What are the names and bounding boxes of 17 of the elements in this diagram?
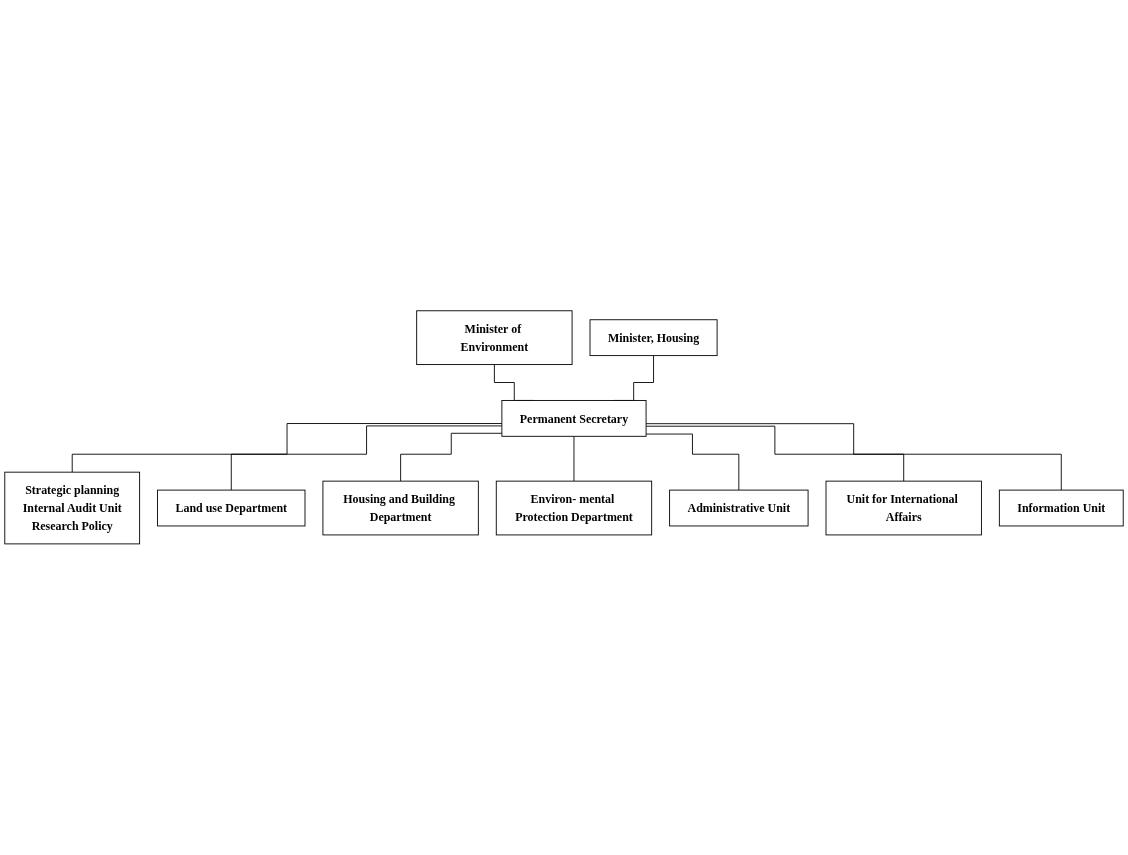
node-box: Land use Department: [157, 489, 306, 527]
node-box: Housing and Building Department: [322, 480, 479, 536]
connector: [645, 425, 905, 482]
node-box: Information Unit: [998, 489, 1124, 527]
node-box: Environ- mental Protection Department: [495, 480, 653, 536]
node-box: Minister of Environment: [416, 310, 573, 366]
node-box: Permanent Secretary: [501, 400, 647, 437]
connector: [645, 433, 740, 491]
connector: [71, 423, 503, 473]
connector: [573, 436, 575, 482]
connector: [400, 433, 503, 482]
node-box: Administrative Unit: [669, 489, 809, 527]
node-box: Minister, Housing: [589, 319, 718, 357]
connector: [230, 425, 503, 491]
node-box: Strategic planning Internal Audit Unit Research Policy: [4, 471, 141, 545]
connector: [645, 423, 1062, 491]
node-box: Unit for International Affairs: [825, 480, 982, 536]
